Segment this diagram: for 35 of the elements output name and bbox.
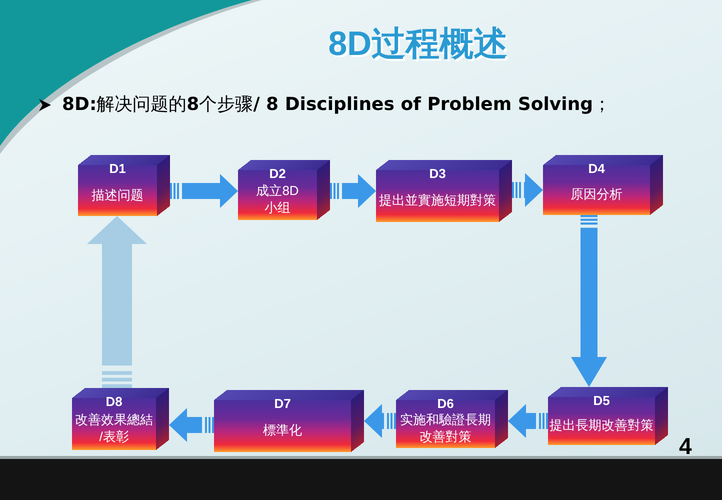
step-label: D2 [269,167,286,181]
step-text: 標準化 [263,422,302,438]
process-box [238,160,330,220]
step-text: 提出並實施短期對策 [379,192,496,208]
page-number: 4 [679,432,692,460]
step-text: 实施和驗證長期改善對策 [399,411,492,445]
step-label: D3 [429,167,446,181]
process-box [396,390,508,448]
arrow [170,174,238,208]
process-box [214,390,364,452]
step-text: 提出長期改善對策 [550,416,654,434]
step-label: D7 [274,397,291,411]
step-label: D4 [588,162,605,176]
arrow [87,216,147,388]
step-text: 成立8D小组 [255,182,300,216]
slide-title: 8D过程概述 [328,24,508,64]
arrow [508,404,548,438]
process-box [376,160,512,222]
step-label: D8 [106,395,122,409]
arrow [512,173,543,207]
step-text: 原因分析 [570,186,622,202]
process-box [72,388,169,450]
step-label: D1 [109,162,126,176]
step-label: D5 [593,394,610,408]
bullet-text: 8D:解决问题的8个步骤/ 8 Disciplines of Problem Solving； [62,93,612,116]
step-text: 描述问题 [92,186,144,203]
process-box [543,155,663,215]
arrow [169,408,214,442]
step-text: 改善效果總結/表彰 [74,411,154,445]
arrow [571,215,607,387]
process-box [78,155,170,216]
arrow [330,174,376,208]
process-box [548,387,668,445]
arrow [364,404,396,438]
step-label: D6 [437,397,454,411]
